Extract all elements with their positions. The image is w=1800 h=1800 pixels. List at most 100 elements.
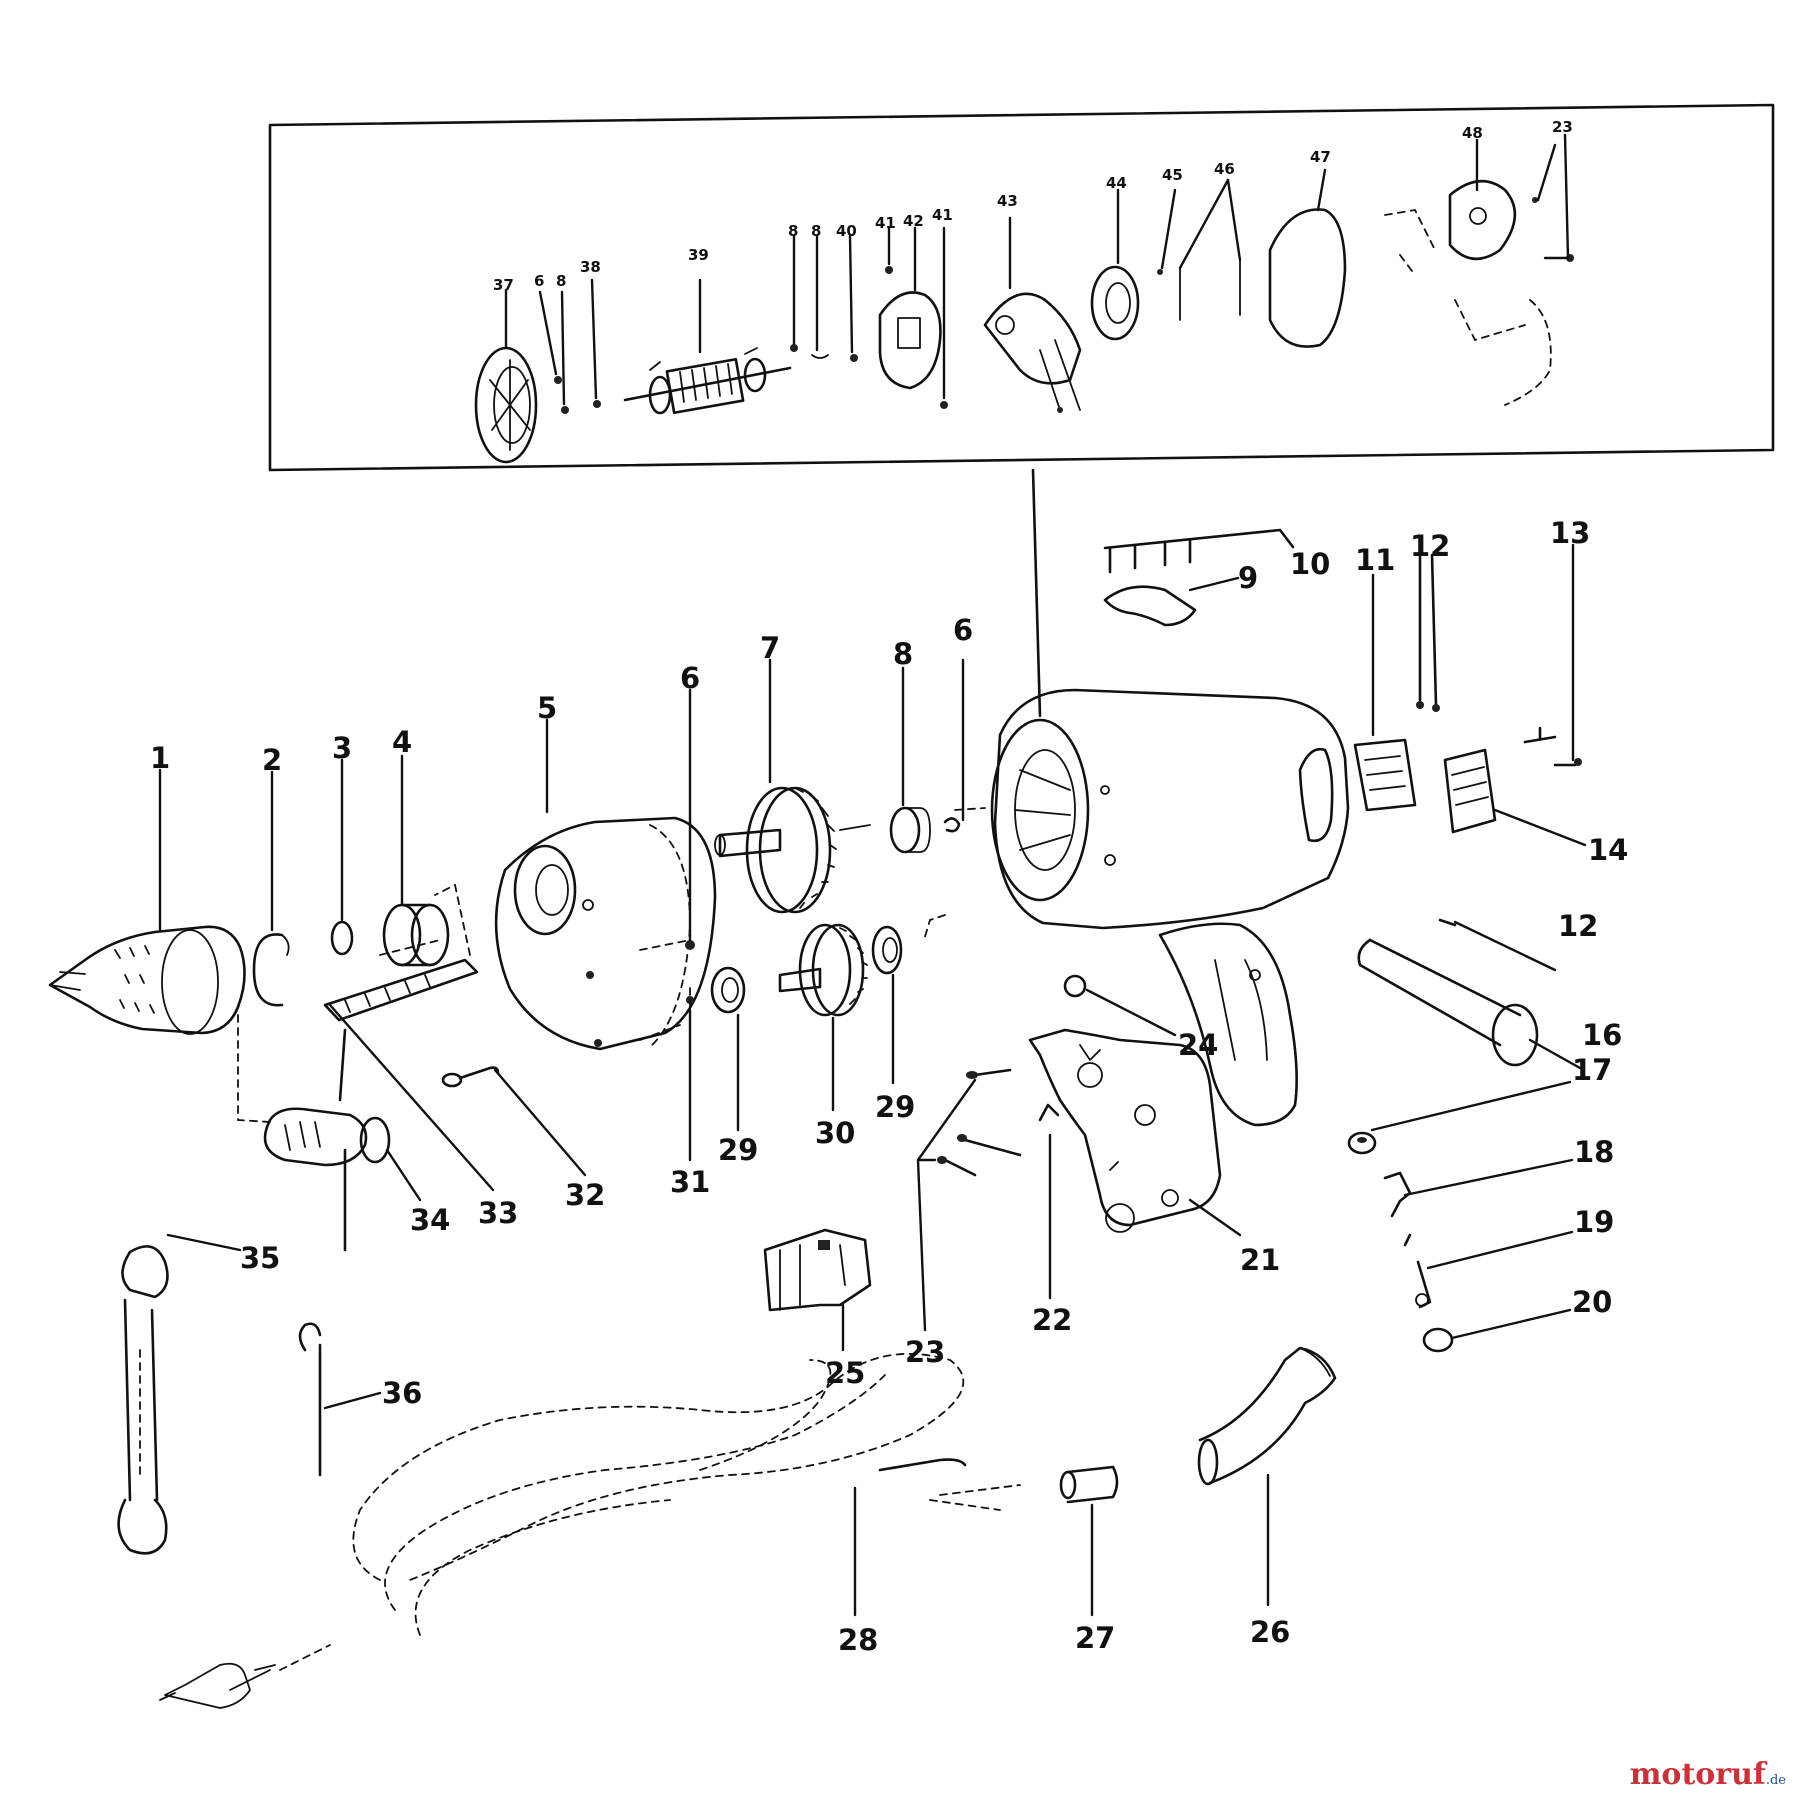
part-spindle: [323, 883, 479, 1022]
label-21: 21: [1240, 1243, 1280, 1277]
part-spacer: [1063, 974, 1087, 998]
label-43: 43: [997, 192, 1018, 210]
label-8-inset-c: 8: [811, 222, 821, 240]
part-spring-clip: [1103, 585, 1197, 627]
label-34: 34: [410, 1203, 450, 1237]
label-47: 47: [1310, 148, 1331, 166]
label-33: 33: [478, 1196, 518, 1230]
part-ball: [685, 940, 695, 950]
label-42: 42: [903, 212, 924, 230]
part-switch: [1353, 738, 1417, 812]
part-lower-screw: [1438, 918, 1457, 927]
part-screw: [1523, 726, 1582, 767]
label-3: 3: [332, 731, 352, 765]
part-brush-holder: [878, 266, 948, 409]
part-wrench: [117, 1245, 169, 1555]
part-pinion-gear: [778, 923, 868, 1017]
label-36: 36: [382, 1376, 422, 1410]
part-gear-case: [494, 816, 717, 1051]
label-16: 16: [1582, 1018, 1622, 1052]
label-17: 17: [1572, 1053, 1612, 1087]
part-gasket: [1268, 208, 1347, 348]
label-13: 13: [1550, 516, 1590, 550]
watermark-suffix: .de: [1765, 1773, 1786, 1788]
label-41-b: 41: [932, 206, 953, 224]
part-cap: [1422, 1327, 1454, 1353]
part-armature: [623, 347, 792, 415]
part-bolt: [1403, 1233, 1432, 1309]
label-7: 7: [760, 631, 780, 665]
part-end-cap-fan: [474, 346, 538, 464]
label-12-b: 12: [1558, 909, 1598, 943]
label-41-a: 41: [875, 214, 896, 232]
label-11: 11: [1355, 543, 1395, 577]
label-48: 48: [1462, 124, 1483, 142]
part-needle-bearing: [710, 966, 746, 1014]
label-30: 30: [815, 1116, 855, 1150]
label-6-a: 6: [680, 661, 700, 695]
label-1: 1: [150, 741, 170, 775]
part-small-washer: [686, 996, 694, 1004]
label-40: 40: [836, 222, 857, 240]
label-28: 28: [838, 1623, 878, 1657]
label-12-a: 12: [1410, 529, 1450, 563]
label-23-inset: 23: [1552, 118, 1573, 136]
part-top-bearing: [889, 806, 931, 854]
label-25: 25: [825, 1356, 865, 1390]
part-chuck-key: [263, 1028, 391, 1252]
part-nameplate: [1443, 748, 1497, 834]
label-18: 18: [1574, 1135, 1614, 1169]
label-27: 27: [1075, 1621, 1115, 1655]
label-19: 19: [1574, 1205, 1614, 1239]
label-38: 38: [580, 258, 601, 276]
part-labels: 1 2 3 4 5 6 7 8 6 9 10 11 12 13 14 12 16…: [150, 516, 1628, 1657]
part-clip: [943, 817, 961, 833]
label-2: 2: [262, 743, 282, 777]
part-needle-bearing-2: [871, 925, 903, 975]
label-32: 32: [565, 1178, 605, 1212]
label-45: 45: [1162, 166, 1183, 184]
label-14: 14: [1588, 833, 1628, 867]
label-5: 5: [537, 691, 557, 725]
part-power-cord: [159, 1352, 1021, 1709]
label-44: 44: [1106, 174, 1127, 192]
part-switch-screws: [1416, 553, 1440, 712]
label-10: 10: [1290, 547, 1330, 581]
label-39: 39: [688, 246, 709, 264]
label-22: 22: [1032, 1303, 1072, 1337]
part-side-handle: [1357, 938, 1539, 1067]
part-plate-screws: [937, 1068, 1022, 1177]
part-output-gear: [714, 786, 871, 914]
part-bearing-ring: [1090, 265, 1140, 341]
label-8-inset-b: 8: [788, 222, 798, 240]
label-35: 35: [240, 1241, 280, 1275]
part-cord-sleeve: [1059, 1465, 1119, 1504]
label-29-a: 29: [718, 1133, 758, 1167]
label-26: 26: [1250, 1615, 1290, 1649]
part-washer: [330, 920, 354, 956]
part-bearing: [382, 903, 450, 967]
part-pin: [1038, 1103, 1060, 1122]
label-8: 8: [893, 637, 913, 671]
watermark-name: motoruf: [1629, 1757, 1766, 1792]
label-23: 23: [905, 1335, 945, 1369]
label-9: 9: [1238, 561, 1258, 595]
part-terminal-block: [763, 1228, 872, 1312]
inset-labels: 37 6 8 38 39 8 8 40 41 42 41 43 44 45 46…: [493, 118, 1573, 294]
watermark-logo: motoruf.de: [1630, 1757, 1786, 1792]
label-46: 46: [1214, 160, 1235, 178]
motor-subassembly-inset: [268, 103, 1775, 718]
label-6-inset: 6: [534, 272, 544, 290]
label-37: 37: [493, 276, 514, 294]
label-20: 20: [1572, 1285, 1612, 1319]
part-switch-bracket: [983, 292, 1082, 413]
part-key-pin: [441, 1066, 500, 1088]
label-8-inset-a: 8: [556, 272, 566, 290]
part-chuck: [48, 925, 246, 1035]
part-motor-housing: [990, 688, 1350, 1127]
label-6-b: 6: [953, 613, 973, 647]
part-retaining-ring: [252, 933, 290, 1007]
label-31: 31: [670, 1165, 710, 1199]
part-field-housing: [1384, 179, 1574, 406]
